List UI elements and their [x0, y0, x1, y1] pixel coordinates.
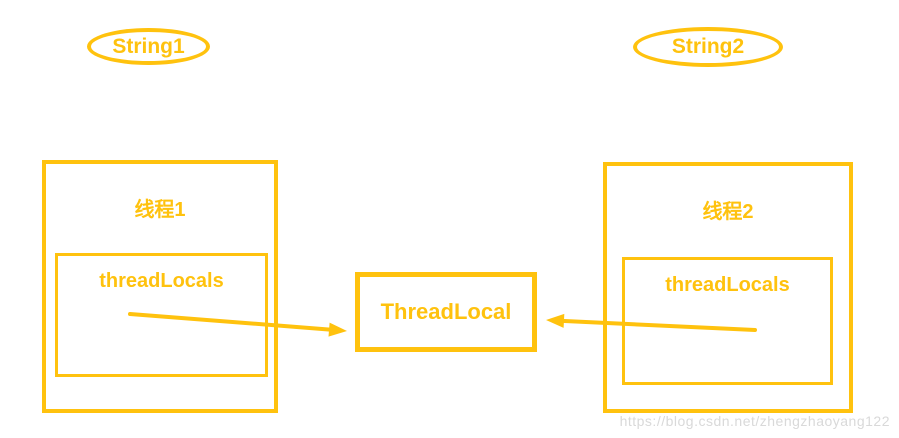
thread1-title: 线程1 [134, 199, 186, 221]
string2-ellipse: String2 [633, 27, 783, 67]
thread2-title: 线程2 [702, 201, 754, 223]
thread1-threadlocals-box: threadLocals [55, 253, 268, 377]
string2-label: String2 [671, 35, 745, 58]
thread1-box: 线程1 [42, 160, 278, 413]
string1-label: String1 [112, 34, 185, 58]
thread2-threadlocals-box: threadLocals [622, 257, 833, 385]
threadlocal-label: ThreadLocal [380, 299, 512, 324]
thread2-threadlocals-label: threadLocals [665, 274, 790, 296]
threadlocal-box: ThreadLocal [355, 272, 537, 352]
watermark: https://blog.csdn.net/zhengzhaoyang122 [619, 413, 890, 429]
thread1-threadlocals-label: threadLocals [99, 270, 224, 292]
thread2-box: 线程2 [603, 162, 853, 413]
string1-ellipse: String1 [87, 28, 210, 65]
